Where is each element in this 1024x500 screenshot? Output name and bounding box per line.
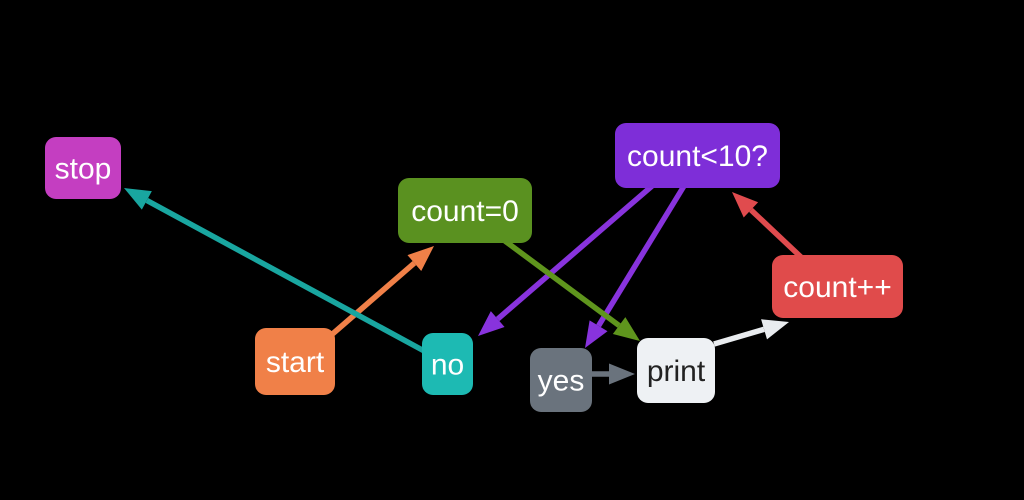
- edge-cond-no: [478, 183, 654, 336]
- edge-line: [596, 184, 687, 328]
- edge-yes-print: [592, 363, 635, 385]
- arrowhead-icon: [761, 319, 789, 340]
- edge-line: [713, 326, 765, 347]
- arrowhead-icon: [732, 192, 759, 218]
- edge-line: [749, 207, 804, 261]
- edge-start-count0: [327, 246, 434, 340]
- node-cond[interactable]: count<10?: [615, 123, 780, 188]
- edge-print-inc: [713, 319, 789, 347]
- edge-inc-cond: [732, 192, 804, 261]
- edge-no-stop: [124, 188, 428, 355]
- node-box[interactable]: [615, 123, 780, 188]
- arrowhead-icon: [478, 311, 505, 336]
- edge-count0-print: [503, 238, 640, 341]
- edge-cond-yes: [585, 184, 687, 348]
- edge-line: [327, 260, 417, 340]
- node-no[interactable]: no: [422, 333, 473, 395]
- edges-layer: [124, 183, 804, 385]
- node-count0[interactable]: count=0: [398, 178, 532, 243]
- node-stop[interactable]: stop: [45, 137, 121, 199]
- node-print[interactable]: print: [637, 338, 715, 403]
- edge-line: [503, 238, 621, 328]
- arrowhead-icon: [407, 246, 434, 271]
- node-box[interactable]: [398, 178, 532, 243]
- node-box[interactable]: [530, 348, 592, 412]
- arrowhead-icon: [609, 363, 635, 385]
- arrowhead-icon: [585, 320, 608, 348]
- arrowhead-icon: [612, 317, 640, 341]
- node-box[interactable]: [255, 328, 335, 395]
- node-start[interactable]: start: [255, 328, 335, 395]
- node-box[interactable]: [422, 333, 473, 395]
- node-box[interactable]: [772, 255, 903, 318]
- arrowhead-icon: [124, 188, 152, 210]
- node-box[interactable]: [45, 137, 121, 199]
- node-box[interactable]: [637, 338, 715, 403]
- node-yes[interactable]: yes: [530, 348, 592, 412]
- edge-line: [495, 183, 654, 322]
- node-inc[interactable]: count++: [772, 255, 903, 318]
- edge-line: [145, 197, 428, 355]
